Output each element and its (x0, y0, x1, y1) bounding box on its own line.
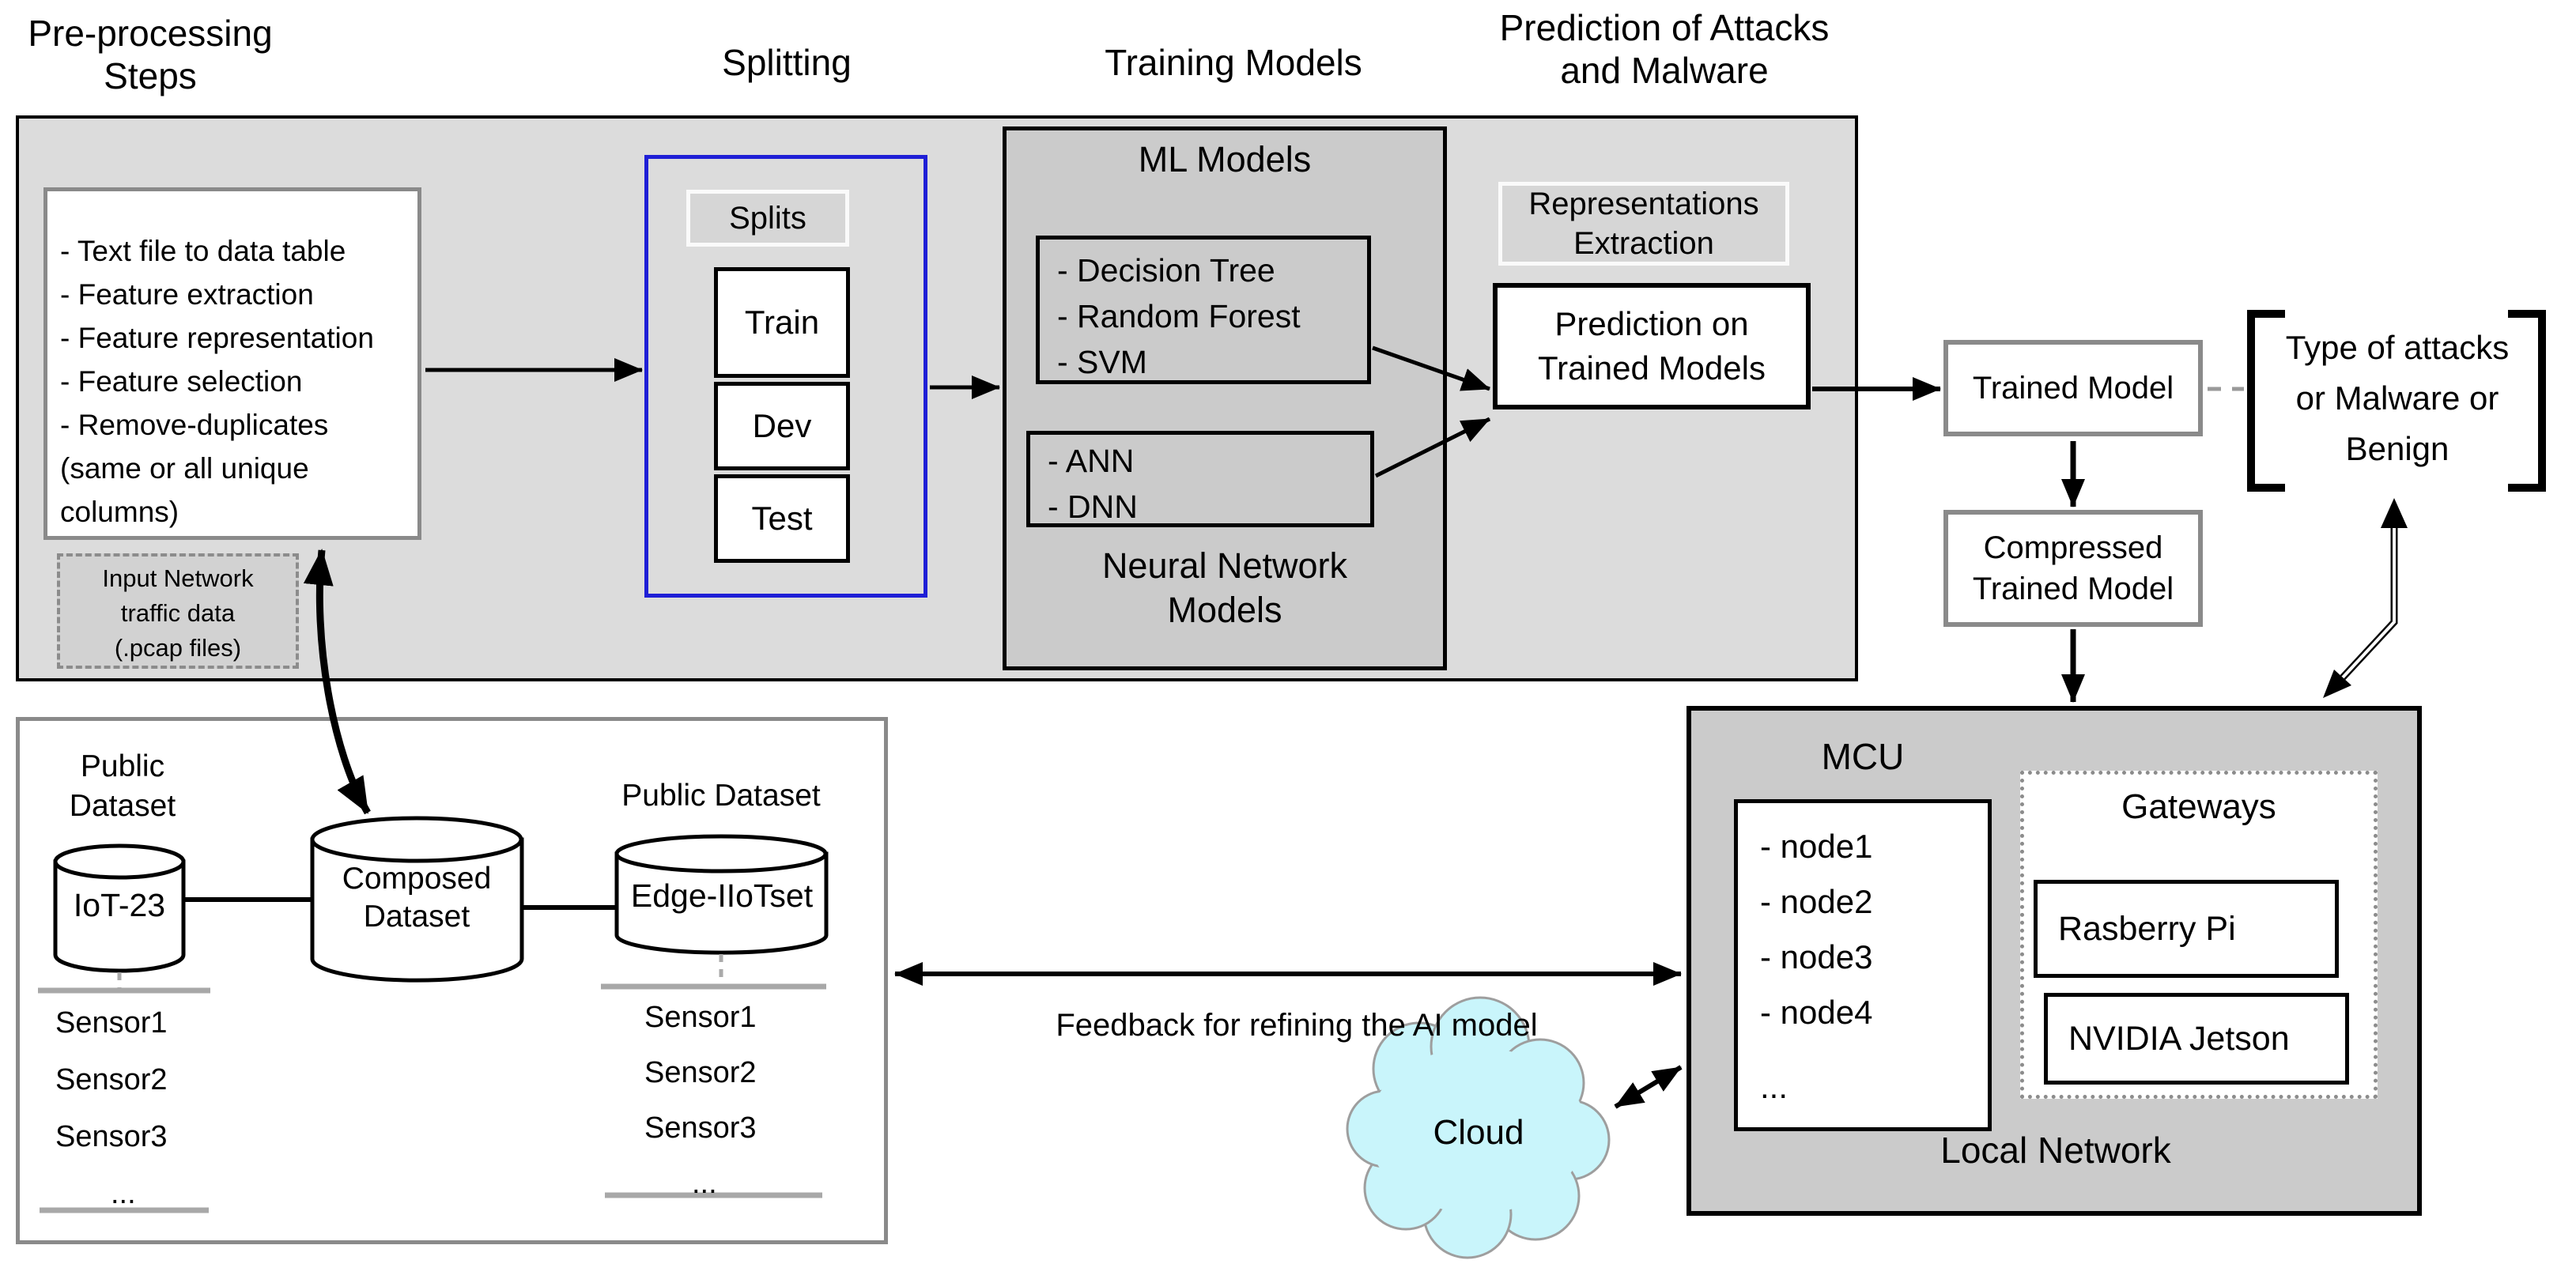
prediction-on-trained-models-box: Prediction on Trained Models (1493, 283, 1811, 409)
result-bracket-text: Type of attacks or Malware or Benign (2285, 329, 2510, 467)
classic-model-item: - Random Forest (1057, 298, 1301, 334)
input-box-line: (.pcap files) (114, 634, 242, 662)
representations-extraction-label: Representations Extraction (1528, 187, 1759, 261)
sensor-item: Sensor1 (644, 1001, 757, 1034)
split-test-label: Test (751, 500, 813, 537)
preprocessing-step: - Feature representation (60, 322, 374, 354)
iot23-label: IoT-23 (73, 887, 166, 923)
split-train-label: Train (744, 304, 820, 341)
neural-network-models-label: Neural Network Models (1003, 544, 1447, 632)
arrow-cloud-mcu-bidirectional (1614, 1065, 1683, 1109)
neural-model-item: - DNN (1048, 489, 1138, 525)
cloud-label: Cloud (1433, 1113, 1524, 1152)
gateway-nvidia-jetson-label: NVIDIA Jetson (2068, 1019, 2290, 1058)
sensor-item: Sensor1 (55, 1006, 168, 1039)
compressed-trained-model-label: Compressed Trained Model (1972, 530, 2174, 606)
preprocessing-step: - Feature extraction (60, 278, 314, 311)
edge-iiotset-cylinder (614, 834, 829, 955)
composed-dataset-cylinder (310, 816, 524, 983)
ml-models-title: ML Models (1138, 139, 1312, 179)
sensor-ellipsis: ... (111, 1177, 136, 1210)
split-dev-label: Dev (752, 407, 812, 444)
split-test-box: Test (714, 474, 850, 563)
arrow-steps-composed-bidirectional (303, 549, 371, 815)
mcu-node-item: - node1 (1760, 828, 1873, 865)
left-sensor-list: Sensor1 Sensor2 Sensor3 ... (55, 994, 168, 1222)
trained-model-box: Trained Model (1943, 340, 2203, 436)
gateway-raspberry-pi-box: Rasberry Pi (2034, 880, 2339, 978)
sensor-item: Sensor2 (55, 1063, 168, 1096)
gateway-raspberry-pi-label: Rasberry Pi (2058, 909, 2236, 948)
split-dev-box: Dev (714, 382, 850, 470)
gateway-nvidia-jetson-box: NVIDIA Jetson (2044, 993, 2349, 1085)
right-sensor-list: Sensor1 Sensor2 Sensor3 ... (644, 990, 757, 1211)
compressed-trained-model-box: Compressed Trained Model (1943, 510, 2203, 627)
splits-label: Splits (729, 200, 806, 236)
neural-network-models-text: Neural Network Models (1101, 545, 1348, 630)
preprocessing-step: - Text file to data table (60, 235, 346, 267)
input-box-line: traffic data (120, 599, 236, 627)
preprocessing-steps-box: - Text file to data table - Feature extr… (43, 187, 421, 540)
preprocessing-step: - Feature selection (60, 365, 303, 398)
local-network-label: Local Network (1940, 1130, 2171, 1171)
edge-iiotset-label: Edge-IIoTset (630, 877, 814, 914)
representations-extraction-chip: Representations Extraction (1498, 182, 1789, 266)
gateways-title: Gateways (2121, 787, 2276, 826)
splitting-blue-box (644, 155, 927, 598)
arrow-mcu-to-result-outlined (2323, 498, 2408, 698)
arrow-neural-to-prediction (1374, 417, 1491, 478)
classic-model-item: - SVM (1057, 344, 1147, 380)
mcu-node-ellipsis: ... (1760, 1068, 1788, 1105)
prediction-on-trained-models-label: Prediction on Trained Models (1538, 305, 1766, 387)
result-bracket-left (2247, 310, 2285, 492)
iot23-cylinder (53, 843, 186, 973)
feedback-label: Feedback for refining the AI model (1056, 1008, 1538, 1043)
sensor-item: Sensor3 (55, 1120, 168, 1153)
sensor-ellipsis: ... (692, 1167, 717, 1200)
mcu-node-item: - node4 (1760, 994, 1873, 1031)
neural-models-box: - ANN - DNN (1026, 431, 1374, 527)
preprocessing-step: - Remove-duplicates (same or all unique … (60, 409, 329, 528)
header-splitting: Splitting (722, 42, 852, 83)
mcu-node-item: - node2 (1760, 883, 1873, 920)
mcu-title: MCU (1821, 736, 1905, 777)
header-training-models: Training Models (1105, 42, 1362, 83)
split-train-box: Train (714, 267, 850, 378)
mcu-node-item: - node3 (1760, 938, 1873, 975)
sensor-item: Sensor3 (644, 1111, 757, 1145)
classic-model-item: - Decision Tree (1057, 252, 1275, 289)
training-models-region (1003, 126, 1447, 670)
result-bracket-right (2508, 310, 2546, 492)
arrow-classic-to-prediction (1372, 345, 1490, 391)
public-dataset-right-label: Public Dataset (621, 779, 821, 813)
input-box-line: Input Network (102, 564, 254, 592)
public-dataset-left-label: Public Dataset (69, 749, 176, 823)
sensor-item: Sensor2 (644, 1056, 757, 1089)
neural-model-item: - ANN (1048, 443, 1135, 479)
header-preprocessing: Pre-processing Steps (28, 13, 273, 96)
trained-model-label: Trained Model (1972, 370, 2174, 406)
cloud-shape (1346, 996, 1611, 1259)
mcu-nodes-box: - node1 - node2 - node3 - node4 ... (1734, 799, 1992, 1131)
splits-label-chip: Splits (686, 190, 849, 247)
composed-dataset-label: Composed Dataset (342, 862, 492, 934)
classic-models-box: - Decision Tree - Random Forest - SVM (1036, 236, 1371, 384)
header-prediction: Prediction of Attacks and Malware (1499, 7, 1830, 91)
input-network-traffic-box: Input Network traffic data (.pcap files) (57, 553, 299, 669)
